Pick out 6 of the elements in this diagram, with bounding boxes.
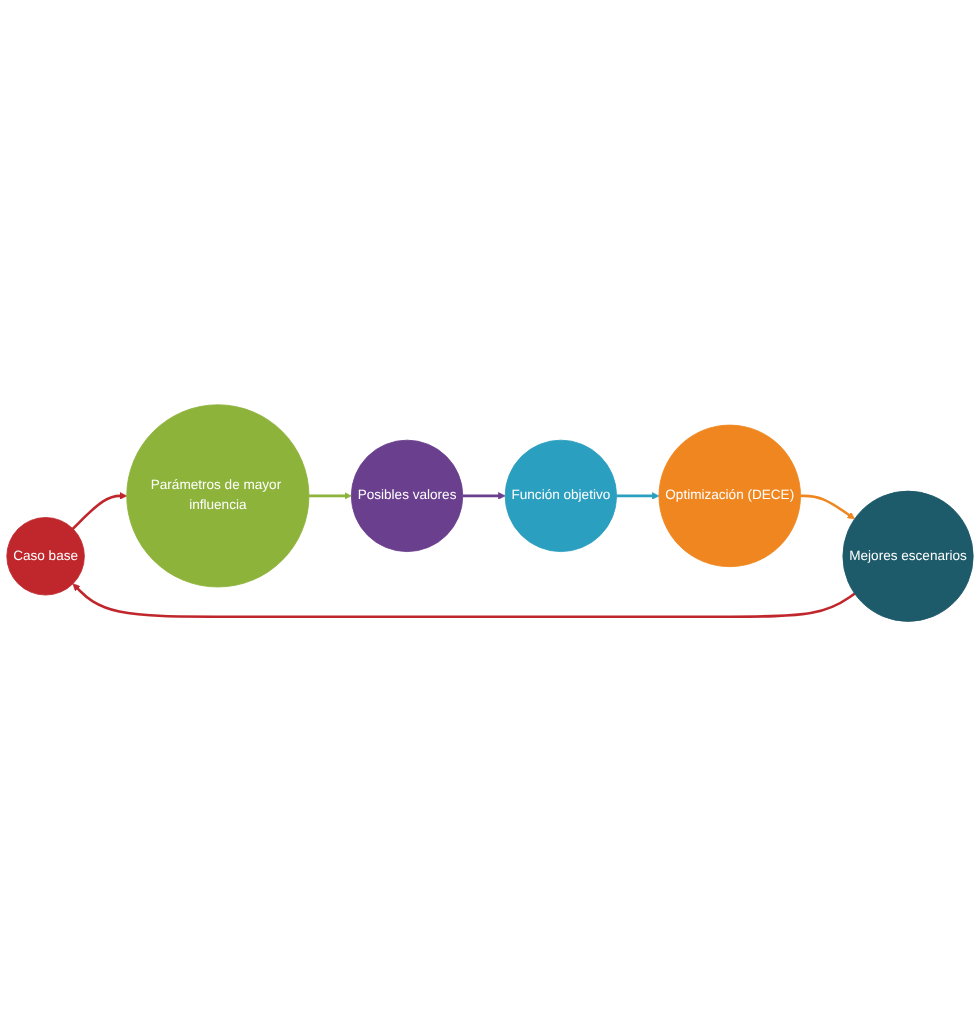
- arrow: [308, 492, 352, 500]
- arrow: [72, 492, 128, 530]
- arrow: [462, 492, 506, 500]
- arrow: [72, 583, 856, 618]
- arrow: [800, 494, 855, 520]
- arrow: [616, 492, 660, 500]
